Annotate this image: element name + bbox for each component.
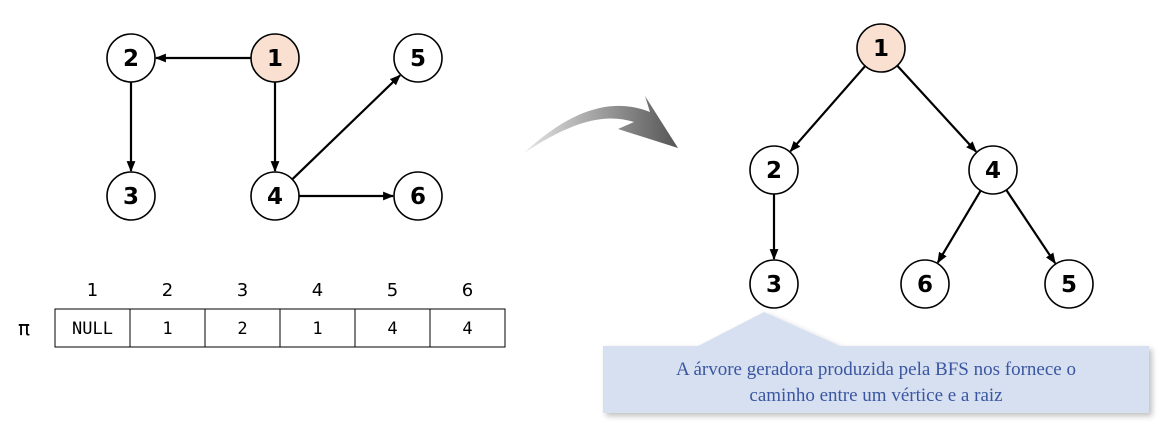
graph-node-circle — [106, 171, 156, 221]
pi-cell-box — [129, 308, 206, 348]
pi-cell-value: 4 — [387, 319, 397, 339]
graph-edges — [126, 53, 401, 201]
tree-node-circle — [856, 23, 906, 73]
graph-node-2: 2 — [106, 33, 156, 83]
tree-edge-1-4 — [896, 64, 977, 153]
tree-node-3: 3 — [749, 259, 799, 309]
graph-node-circle — [250, 33, 300, 83]
graph-node-label: 2 — [123, 46, 139, 72]
pi-table-cells: NULL 1 2 1 4 4 — [54, 308, 506, 348]
callout-line-1: A árvore geradora produzida pela BFS nos… — [676, 359, 1076, 380]
tree-node-label: 2 — [766, 158, 782, 184]
pi-cell-value: NULL — [72, 319, 113, 339]
callout: A árvore geradora produzida pela BFS nos… — [603, 312, 1149, 413]
graph-node-label: 4 — [267, 184, 283, 210]
pi-cell: 1 — [129, 308, 206, 348]
tree-node-label: 3 — [766, 272, 782, 298]
tree-node-5: 5 — [1044, 259, 1094, 309]
pi-cell: 2 — [204, 308, 281, 348]
tree-edge-4-6 — [936, 190, 982, 264]
pi-header-3: 3 — [237, 280, 248, 301]
graph-node-label: 3 — [123, 184, 139, 210]
pi-cell: 4 — [354, 308, 431, 348]
graph-node-circle — [106, 33, 156, 83]
pi-cell-box — [429, 308, 506, 348]
tree-node-circle — [968, 145, 1018, 195]
tree-node-label: 5 — [1061, 272, 1077, 298]
curved-arrow-icon — [524, 96, 678, 153]
pi-header-6: 6 — [462, 280, 473, 301]
pi-header-2: 2 — [162, 280, 173, 301]
tree-node-label: 6 — [917, 272, 933, 298]
graph-node-label: 6 — [410, 184, 426, 210]
pi-symbol: π — [18, 316, 30, 340]
tree-node-2: 2 — [749, 145, 799, 195]
graph-node-circle — [393, 33, 443, 83]
graph-node-label: 5 — [410, 46, 426, 72]
pi-cell-value: 1 — [162, 319, 172, 339]
pi-cell: NULL — [54, 308, 131, 348]
tree-node-circle — [749, 145, 799, 195]
tree-node-label: 1 — [873, 36, 889, 62]
callout-line-2: caminho entre um vértice e a raiz — [749, 385, 1002, 406]
tree-node-1: 1 — [856, 23, 906, 73]
tree-node-6: 6 — [900, 259, 950, 309]
callout-box — [603, 312, 1149, 413]
pi-header-1: 1 — [87, 280, 98, 301]
tree-node-label: 4 — [985, 158, 1001, 184]
tree-node-circle — [749, 259, 799, 309]
graph-node-label: 1 — [267, 46, 283, 72]
pi-header-5: 5 — [387, 280, 398, 301]
pi-table: π 1 2 3 4 5 6 NULL 1 2 1 4 4 — [18, 280, 506, 348]
pi-cell-value: 2 — [237, 319, 247, 339]
tree-node-circle — [1044, 259, 1094, 309]
tree-edges — [769, 64, 1057, 265]
graph-node-3: 3 — [106, 171, 156, 221]
graph-node-4: 4 — [250, 171, 300, 221]
tree-node-4: 4 — [968, 145, 1018, 195]
pi-cell: 4 — [429, 308, 506, 348]
tree-edge-4-5 — [1005, 189, 1057, 265]
pi-cell-box — [54, 308, 131, 348]
tree-node-circle — [900, 259, 950, 309]
tree-edge-1-2 — [789, 65, 867, 153]
pi-header-4: 4 — [312, 280, 323, 301]
graph-edge-4-5 — [291, 74, 401, 181]
graph-nodes: 1 2 3 4 5 6 — [106, 33, 443, 221]
pi-cell-value: 1 — [312, 319, 322, 339]
pi-cell: 1 — [279, 308, 356, 348]
graph-node-circle — [393, 171, 443, 221]
graph-node-circle — [250, 171, 300, 221]
graph-node-1: 1 — [250, 33, 300, 83]
pi-cell-value: 4 — [462, 319, 472, 339]
graph-node-6: 6 — [393, 171, 443, 221]
graph-node-5: 5 — [393, 33, 443, 83]
tree-nodes: 1 2 4 3 6 5 — [749, 23, 1094, 309]
pi-table-headers: 1 2 3 4 5 6 — [87, 280, 473, 301]
